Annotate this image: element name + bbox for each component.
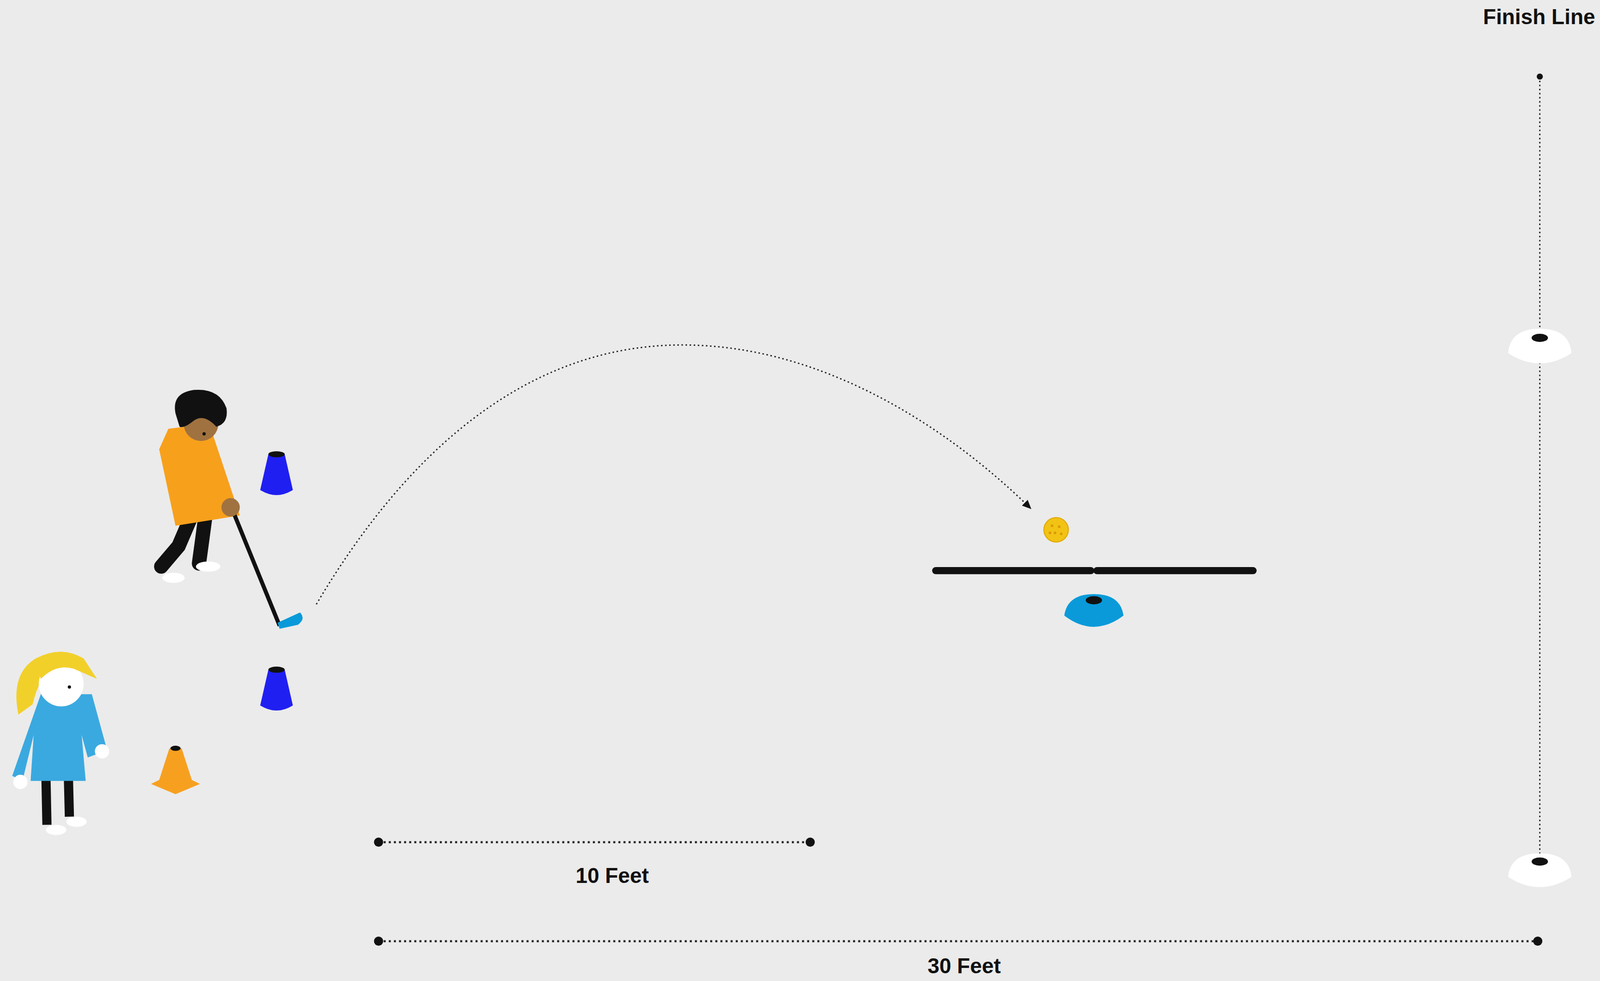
white-cone <box>1508 853 1572 887</box>
finish-line-label: Finish Line <box>1483 4 1596 30</box>
orange-cone <box>151 745 200 794</box>
target-cone <box>1064 593 1124 627</box>
dimension-line <box>374 936 1543 946</box>
dimension-label: 30 Feet <box>927 953 1001 979</box>
gate-cone <box>260 666 294 711</box>
ball-trajectory <box>316 344 1031 604</box>
alignment-sticks <box>935 566 1253 575</box>
finish-line <box>1536 73 1544 878</box>
coach <box>12 651 110 835</box>
golf-ball <box>1043 517 1069 543</box>
dimension-line <box>374 837 815 847</box>
dimension-label: 10 Feet <box>575 863 649 888</box>
white-cone <box>1508 328 1572 364</box>
golfer <box>159 389 303 629</box>
gate-cone <box>260 450 294 495</box>
